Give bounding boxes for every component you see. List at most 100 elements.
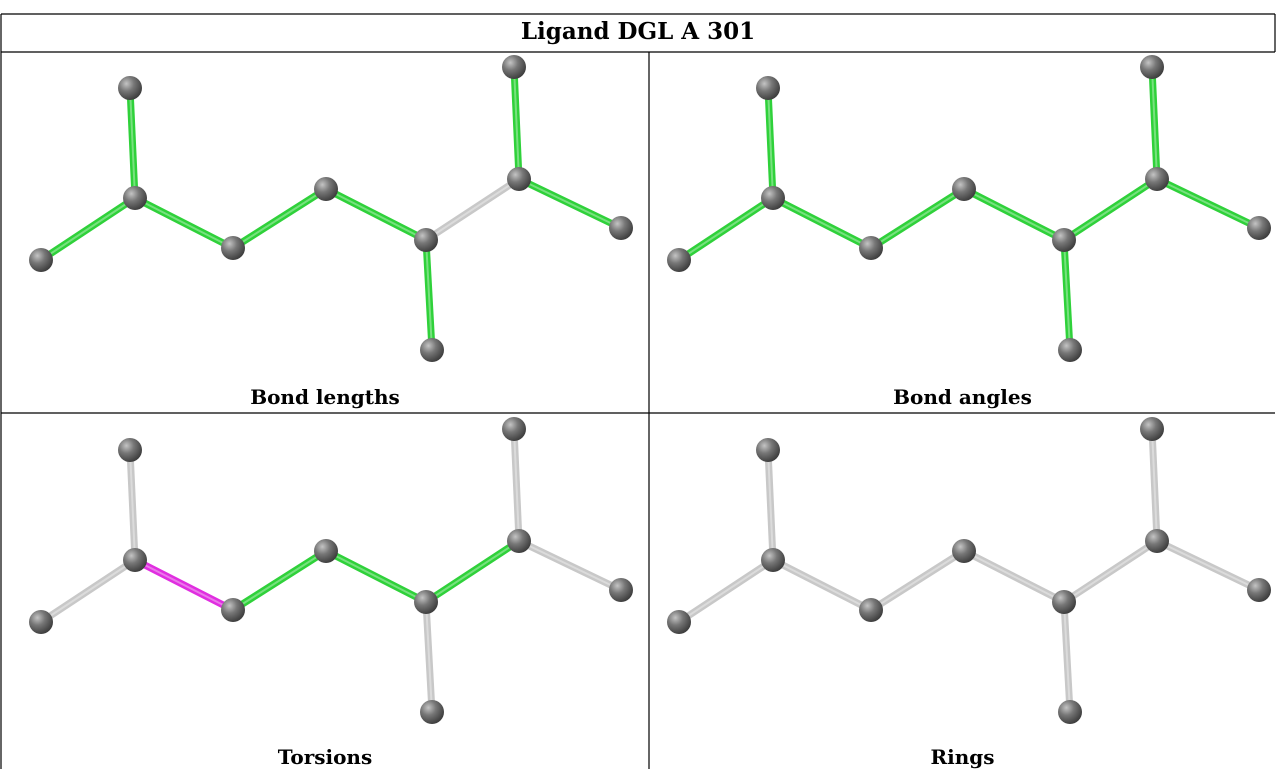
- atom: [414, 228, 438, 252]
- panel-bond-angles: [667, 55, 1271, 362]
- bond-pass: [37, 194, 139, 264]
- bond-highlight: [425, 178, 520, 241]
- bond-highlight: [425, 239, 433, 351]
- atom: [314, 539, 338, 563]
- atom: [507, 529, 531, 553]
- atom: [859, 598, 883, 622]
- bond-highlight: [1063, 178, 1158, 241]
- bond-pass: [422, 537, 523, 606]
- bond-neutral: [515, 537, 625, 594]
- bond-highlight: [40, 197, 136, 261]
- bond-neutral: [422, 598, 436, 716]
- bond-neutral: [510, 425, 523, 545]
- bond-highlight: [1063, 239, 1071, 351]
- bond-highlight: [1151, 428, 1158, 542]
- atom: [1140, 55, 1164, 79]
- bond-highlight: [325, 550, 427, 603]
- bond-highlight: [1063, 601, 1071, 713]
- atom: [609, 216, 633, 240]
- caption-bond-lengths: Bond lengths: [250, 385, 400, 409]
- bond-highlight: [1151, 66, 1158, 180]
- bond-highlight: [518, 540, 622, 591]
- bond-neutral: [764, 446, 777, 564]
- atom: [314, 177, 338, 201]
- atom: [1052, 590, 1076, 614]
- bond-neutral: [1148, 425, 1161, 545]
- panel-torsions: [29, 417, 633, 724]
- atom: [221, 236, 245, 260]
- atom: [1052, 228, 1076, 252]
- bond-pass: [675, 194, 777, 264]
- bond-pass: [126, 84, 139, 202]
- atom: [123, 548, 147, 572]
- atom: [420, 700, 444, 724]
- bond-pass: [131, 194, 237, 252]
- caption-rings: Rings: [930, 745, 995, 769]
- bond-highlight: [870, 550, 965, 611]
- bond-pass: [867, 185, 968, 252]
- bond-pass: [322, 185, 430, 244]
- atom: [1145, 529, 1169, 553]
- bond-highlight: [134, 559, 234, 611]
- atom: [952, 177, 976, 201]
- bond-neutral: [867, 547, 968, 614]
- atom: [761, 548, 785, 572]
- atom: [420, 338, 444, 362]
- atom: [29, 248, 53, 272]
- bond-neutral: [1060, 598, 1074, 716]
- bond-neutral: [422, 175, 523, 244]
- atom: [507, 167, 531, 191]
- bond-pass: [322, 547, 430, 606]
- bond-pass: [1148, 63, 1161, 183]
- atom: [667, 610, 691, 634]
- bond-highlight: [425, 540, 520, 603]
- bond-highlight: [513, 428, 520, 542]
- bond-highlight: [963, 550, 1065, 603]
- bond-pass: [1153, 175, 1263, 232]
- bond-highlight: [678, 559, 774, 623]
- atom: [756, 438, 780, 462]
- bond-pass: [764, 84, 777, 202]
- bond-highlight: [513, 66, 520, 180]
- bond-highlight: [963, 188, 1065, 241]
- bond-neutral: [126, 446, 139, 564]
- caption-torsions: Torsions: [277, 745, 373, 769]
- bond-highlight: [1156, 178, 1260, 229]
- bond-neutral: [675, 556, 777, 626]
- bond-highlight: [518, 178, 622, 229]
- bond-highlight: [767, 87, 774, 199]
- bond-pass: [510, 63, 523, 183]
- atom: [221, 598, 245, 622]
- atom: [859, 236, 883, 260]
- bond-pass: [1060, 175, 1161, 244]
- atom: [118, 76, 142, 100]
- atom: [952, 539, 976, 563]
- bond-neutral: [1153, 537, 1263, 594]
- atom: [1058, 700, 1082, 724]
- bond-pass: [960, 185, 1068, 244]
- atom: [761, 186, 785, 210]
- bond-highlight: [129, 449, 136, 561]
- bond-highlight: [678, 197, 774, 261]
- atom: [118, 438, 142, 462]
- bond-highlight: [232, 188, 327, 249]
- caption-bond-angles: Bond angles: [893, 385, 1032, 409]
- atom: [1247, 216, 1271, 240]
- atom: [1247, 578, 1271, 602]
- atom: [667, 248, 691, 272]
- bond-highlight: [129, 87, 136, 199]
- bond-highlight: [1156, 540, 1260, 591]
- atom: [29, 610, 53, 634]
- bond-highlight: [1063, 540, 1158, 603]
- bond-pass: [515, 175, 625, 232]
- bond-highlight: [870, 188, 965, 249]
- figure-title: Ligand DGL A 301: [520, 18, 756, 45]
- bond-highlight: [425, 601, 433, 713]
- bond-highlight: [40, 559, 136, 623]
- atom: [502, 55, 526, 79]
- atom: [609, 578, 633, 602]
- bond-neutral: [37, 556, 139, 626]
- bond-neutral: [769, 556, 875, 614]
